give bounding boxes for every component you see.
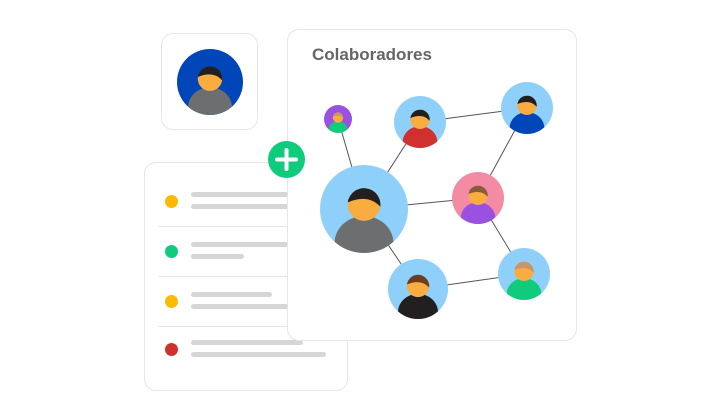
collaborator-avatar-blue[interactable] <box>501 82 553 144</box>
status-dot <box>165 295 178 308</box>
list-item[interactable] <box>159 177 347 227</box>
text-placeholder <box>191 204 301 209</box>
list-item[interactable] <box>159 277 347 327</box>
text-placeholder <box>191 340 303 345</box>
text-placeholder <box>191 254 244 259</box>
text-placeholder <box>191 304 301 309</box>
list-item[interactable] <box>159 227 347 277</box>
collaborators-card: Colaboradores <box>287 29 577 341</box>
collaborator-avatar-knight[interactable] <box>388 259 448 331</box>
status-dot <box>165 195 178 208</box>
text-placeholder <box>191 242 301 247</box>
text-placeholder <box>191 292 272 297</box>
collaborator-network <box>320 82 553 331</box>
add-collaborator-button[interactable] <box>268 141 305 178</box>
collaborator-avatar-small[interactable] <box>324 105 352 139</box>
status-dot <box>165 343 178 356</box>
status-dot <box>165 245 178 258</box>
list-item[interactable] <box>159 325 347 374</box>
profile-avatar-image[interactable] <box>177 49 243 128</box>
profile-avatar[interactable] <box>162 34 259 131</box>
collaborator-avatar-red[interactable] <box>394 96 446 158</box>
collaborators-title: Colaboradores <box>312 45 432 64</box>
profile-card <box>161 33 258 130</box>
collaborator-avatar-pink[interactable] <box>452 172 504 234</box>
text-placeholder <box>191 352 326 357</box>
collaborator-avatar-green[interactable] <box>498 248 550 310</box>
plus-icon <box>275 148 298 171</box>
text-placeholder <box>191 192 301 197</box>
collaborator-avatar-main[interactable] <box>320 165 408 271</box>
